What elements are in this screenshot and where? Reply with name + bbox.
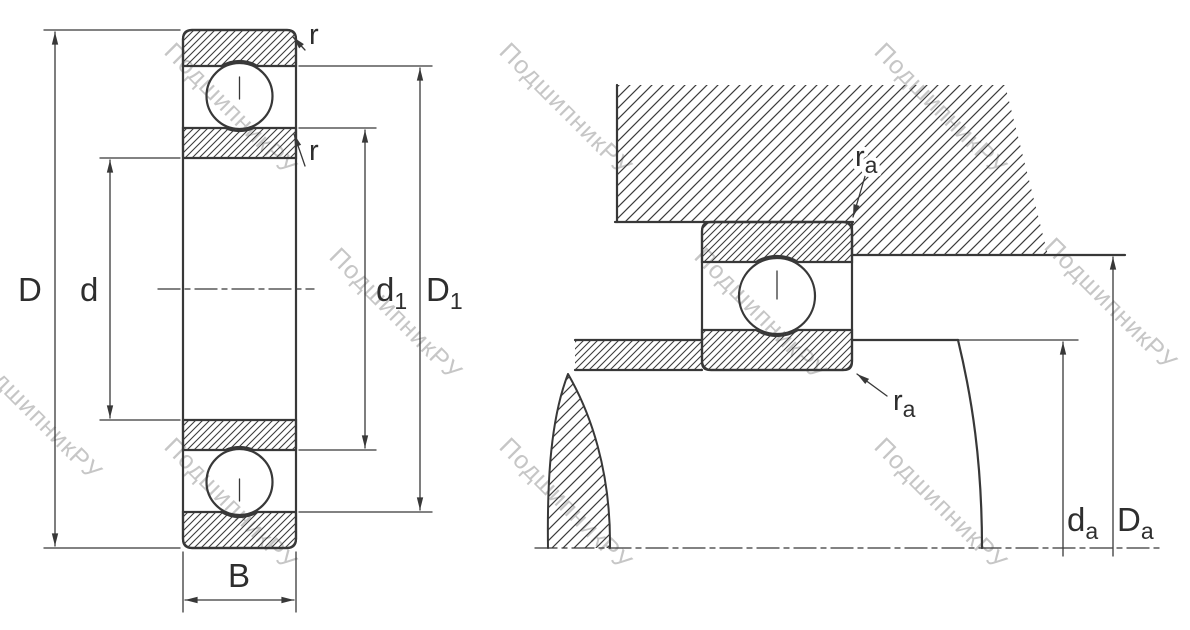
dim-label-ra-housing: ra bbox=[855, 141, 878, 178]
dim-label-ra-housing-sub: a bbox=[865, 152, 878, 178]
dim-label-d1-sub: 1 bbox=[394, 288, 407, 314]
dim-label-D1-base: D bbox=[426, 271, 450, 308]
bearing-outline bbox=[181, 28, 298, 550]
mounted-bearing-outline bbox=[700, 220, 854, 372]
watermark-text: ПодшипникРУ bbox=[869, 433, 1013, 577]
shaft-break-hatch bbox=[547, 374, 611, 548]
dim-label-ra-shaft: ra bbox=[893, 385, 916, 422]
dim-label-Da-base: D bbox=[1117, 501, 1141, 538]
watermark-text: ПодшипникРУ bbox=[324, 243, 468, 387]
leader-r-inner bbox=[293, 133, 306, 167]
shaft-break-outline bbox=[546, 373, 612, 549]
dim-label-d1-base: d bbox=[376, 271, 394, 308]
dim-label-d1: d1 bbox=[376, 271, 407, 314]
dim-label-ra-shaft-base: r bbox=[893, 385, 903, 417]
ball-bottom bbox=[205, 447, 274, 517]
dim-label-D: D bbox=[18, 271, 42, 308]
watermark-text: ПодшипникРУ bbox=[0, 343, 107, 487]
inner-ring-bottom-section bbox=[181, 418, 298, 452]
shaft-contour-curve bbox=[956, 338, 984, 550]
dim-label-r-outer: r bbox=[309, 19, 319, 51]
dim-label-r-inner: r bbox=[309, 135, 319, 167]
dim-label-D1: D1 bbox=[426, 271, 463, 314]
dim-label-da-sub: a bbox=[1085, 518, 1098, 544]
outer-ring-bottom-section bbox=[181, 510, 298, 550]
dim-label-ra-shaft-sub: a bbox=[903, 396, 916, 422]
dim-label-da: da bbox=[1067, 501, 1098, 544]
dim-label-ra-housing-base: r bbox=[855, 141, 865, 173]
dim-label-B: B bbox=[228, 557, 250, 594]
leader-r-outer bbox=[292, 36, 306, 51]
dim-label-d: d bbox=[80, 271, 98, 308]
left-view-bearing-section: D d d1 D1 B r r bbox=[18, 19, 463, 613]
ball-top bbox=[205, 61, 274, 131]
housing-hatch bbox=[617, 85, 1048, 255]
inner-ring-top-section bbox=[181, 126, 298, 160]
dim-label-Da: Da bbox=[1117, 501, 1154, 544]
dim-label-Da-sub: a bbox=[1141, 518, 1154, 544]
mounted-inner-ring-section bbox=[700, 328, 854, 372]
dim-label-D1-sub: 1 bbox=[450, 288, 463, 314]
dim-label-da-base: d bbox=[1067, 501, 1085, 538]
outer-ring-top-section bbox=[181, 28, 298, 68]
leader-ra-shaft bbox=[856, 373, 888, 397]
watermark-text: ПодшипникРУ bbox=[159, 433, 303, 577]
leader-ra-housing bbox=[852, 172, 867, 218]
shaft-shoulder-hatch bbox=[575, 340, 702, 370]
mounted-outer-ring-section bbox=[700, 220, 854, 264]
right-view-mounting-section: ra ra da Da bbox=[534, 83, 1161, 557]
mounted-ball bbox=[737, 256, 817, 336]
